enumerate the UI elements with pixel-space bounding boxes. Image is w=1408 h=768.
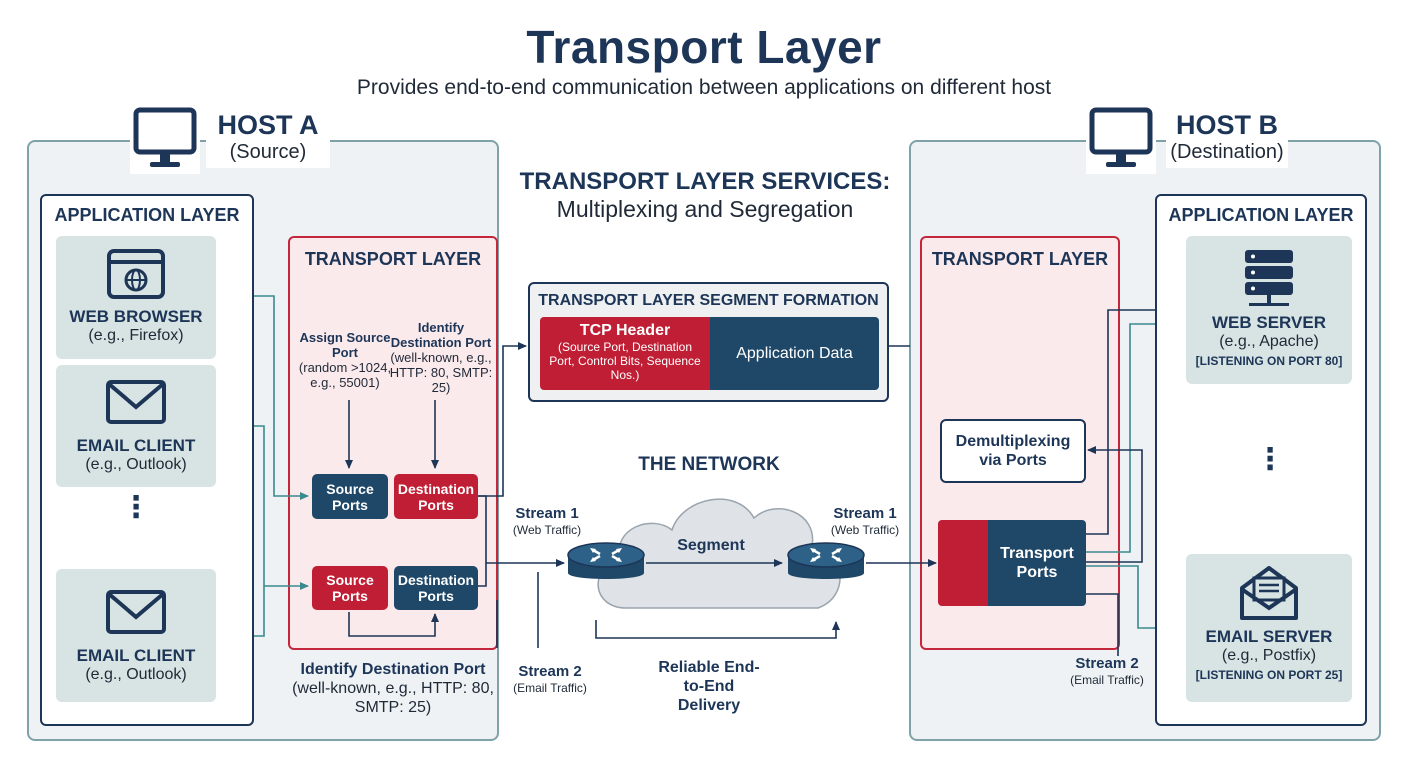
- envelope-icon: [106, 380, 166, 424]
- identify-destination-port-bottom: Identify Destination Port (well-known, e…: [284, 660, 502, 717]
- bottom-identify-detail: (well-known, e.g., HTTP: 80, SMTP: 25): [292, 680, 494, 716]
- email-client-card-2[interactable]: EMAIL CLIENT (e.g., Outlook): [56, 569, 216, 702]
- host-a-header: [130, 106, 200, 174]
- destination-ports-2[interactable]: Destination Ports: [394, 566, 478, 610]
- stream-1-left: Stream 1 (Web Traffic): [502, 506, 592, 538]
- application-layer-title: APPLICATION LAYER: [54, 205, 240, 225]
- email-server-label: EMAIL SERVER: [1205, 627, 1333, 646]
- page-subtitle: Provides end-to-end communication betwee…: [356, 76, 1052, 99]
- bottom-identify-title: Identify Destination Port: [300, 661, 486, 678]
- stream-1-right-title: Stream 1: [833, 505, 897, 522]
- transport-ports-block[interactable]: Transport Ports: [988, 520, 1086, 606]
- stream-2-right-title: Stream 2: [1075, 655, 1139, 672]
- stream-1-right: Stream 1 (Web Traffic): [820, 506, 910, 538]
- assign-source-port-title: Assign Source Port: [299, 330, 391, 360]
- stream-2-right: Stream 2 (Email Traffic): [1060, 656, 1154, 688]
- network-title: THE NETWORK: [638, 454, 780, 475]
- assign-source-port-note: Assign Source Port (random >1024, e.g., …: [292, 330, 398, 390]
- web-browser-card[interactable]: WEB BROWSER (e.g., Firefox): [56, 236, 216, 359]
- application-data-block[interactable]: Application Data: [710, 317, 879, 390]
- envelope-icon: [106, 590, 166, 634]
- email-client-label: EMAIL CLIENT: [76, 436, 196, 455]
- host-b-label: HOST B (Destination): [1166, 110, 1288, 168]
- host-b-subtitle: (Destination): [1170, 141, 1284, 163]
- monitor-icon: [133, 107, 197, 167]
- server-ellipsis: ⋮: [1255, 443, 1285, 476]
- server-icon: [1245, 250, 1293, 306]
- destination-ports-1[interactable]: Destination Ports: [394, 474, 478, 519]
- monitor-icon: [1089, 107, 1153, 167]
- email-client-sub: (e.g., Outlook): [85, 456, 187, 473]
- application-data-label: Application Data: [736, 344, 853, 362]
- demultiplexing-box[interactable]: Demultiplexing via Ports: [940, 419, 1086, 483]
- web-server-note: [LISTENING ON PORT 80]: [1195, 354, 1343, 368]
- mail-server-icon: [1240, 566, 1298, 620]
- identify-destination-port-note: Identify Destination Port (well-known, e…: [386, 320, 496, 395]
- web-browser-sub: (e.g., Firefox): [88, 327, 184, 344]
- email-client-card[interactable]: EMAIL CLIENT (e.g., Outlook): [56, 365, 216, 487]
- email-client-label-2: EMAIL CLIENT: [76, 646, 196, 665]
- stream-2-left-title: Stream 2: [518, 663, 582, 680]
- services-heading: TRANSPORT LAYER SERVICES: Multiplexing a…: [510, 168, 900, 223]
- transport-layer-title: TRANSPORT LAYER: [304, 249, 482, 269]
- stream-2-left-detail: (Email Traffic): [513, 681, 587, 695]
- web-server-sub: (e.g., Apache): [1219, 333, 1319, 350]
- email-server-card[interactable]: EMAIL SERVER (e.g., Postfix) [LISTENING …: [1186, 554, 1352, 702]
- page-title: Transport Layer: [526, 21, 882, 73]
- transport-ports-label: Transport Ports: [1000, 545, 1074, 581]
- router-icon: [567, 542, 645, 579]
- stream-2-left: Stream 2 (Email Traffic): [504, 664, 596, 696]
- transport-ports-red-block[interactable]: [938, 520, 990, 606]
- stream-1-left-detail: (Web Traffic): [512, 523, 582, 537]
- browser-icon: [107, 249, 165, 299]
- services-title: TRANSPORT LAYER SERVICES:: [519, 168, 891, 195]
- source-ports-2[interactable]: Source Ports: [312, 566, 388, 610]
- host-a-title: HOST A: [217, 110, 319, 140]
- reliable-delivery-label: Reliable End-to-End Delivery: [658, 659, 760, 714]
- stream-1-right-detail: (Web Traffic): [830, 523, 900, 537]
- web-server-label: WEB SERVER: [1212, 313, 1326, 332]
- email-client-sub-2: (e.g., Outlook): [85, 666, 187, 683]
- segment-formation-title: TRANSPORT LAYER SEGMENT FORMATION: [538, 292, 879, 309]
- stream-1-left-title: Stream 1: [515, 505, 579, 522]
- tcp-header-title: TCP Header: [579, 322, 671, 339]
- web-server-card[interactable]: WEB SERVER (e.g., Apache) [LISTENING ON …: [1186, 236, 1352, 384]
- app-ellipsis: ⋮: [121, 491, 151, 524]
- email-server-note: [LISTENING ON PORT 25]: [1195, 668, 1343, 682]
- host-b-title: HOST B: [1175, 110, 1278, 140]
- source-ports-1[interactable]: Source Ports: [312, 474, 388, 519]
- tcp-header-block[interactable]: TCP Header (Source Port, Destination Por…: [540, 317, 710, 390]
- transport-layer-b-title: TRANSPORT LAYER: [931, 249, 1109, 269]
- tcp-header-detail: (Source Port, Destination Port, Control …: [549, 340, 701, 382]
- web-browser-label: WEB BROWSER: [69, 307, 203, 326]
- application-layer-b-title: APPLICATION LAYER: [1168, 205, 1354, 225]
- host-a-subtitle: (Source): [229, 141, 307, 163]
- identify-destination-port-title: Identify Destination Port: [390, 320, 492, 350]
- segment-label: Segment: [677, 537, 745, 554]
- host-a-label: HOST A (Source): [206, 110, 330, 168]
- stream-2-right-detail: (Email Traffic): [1070, 673, 1144, 687]
- services-subtitle: Multiplexing and Segregation: [556, 196, 854, 222]
- assign-source-port-detail: (random >1024, e.g., 55001): [298, 360, 392, 390]
- router-icon: [787, 542, 865, 579]
- identify-destination-port-detail: (well-known, e.g., HTTP: 80, SMTP: 25): [389, 350, 493, 395]
- host-b-header: [1086, 106, 1156, 174]
- email-server-sub: (e.g., Postfix): [1221, 647, 1317, 664]
